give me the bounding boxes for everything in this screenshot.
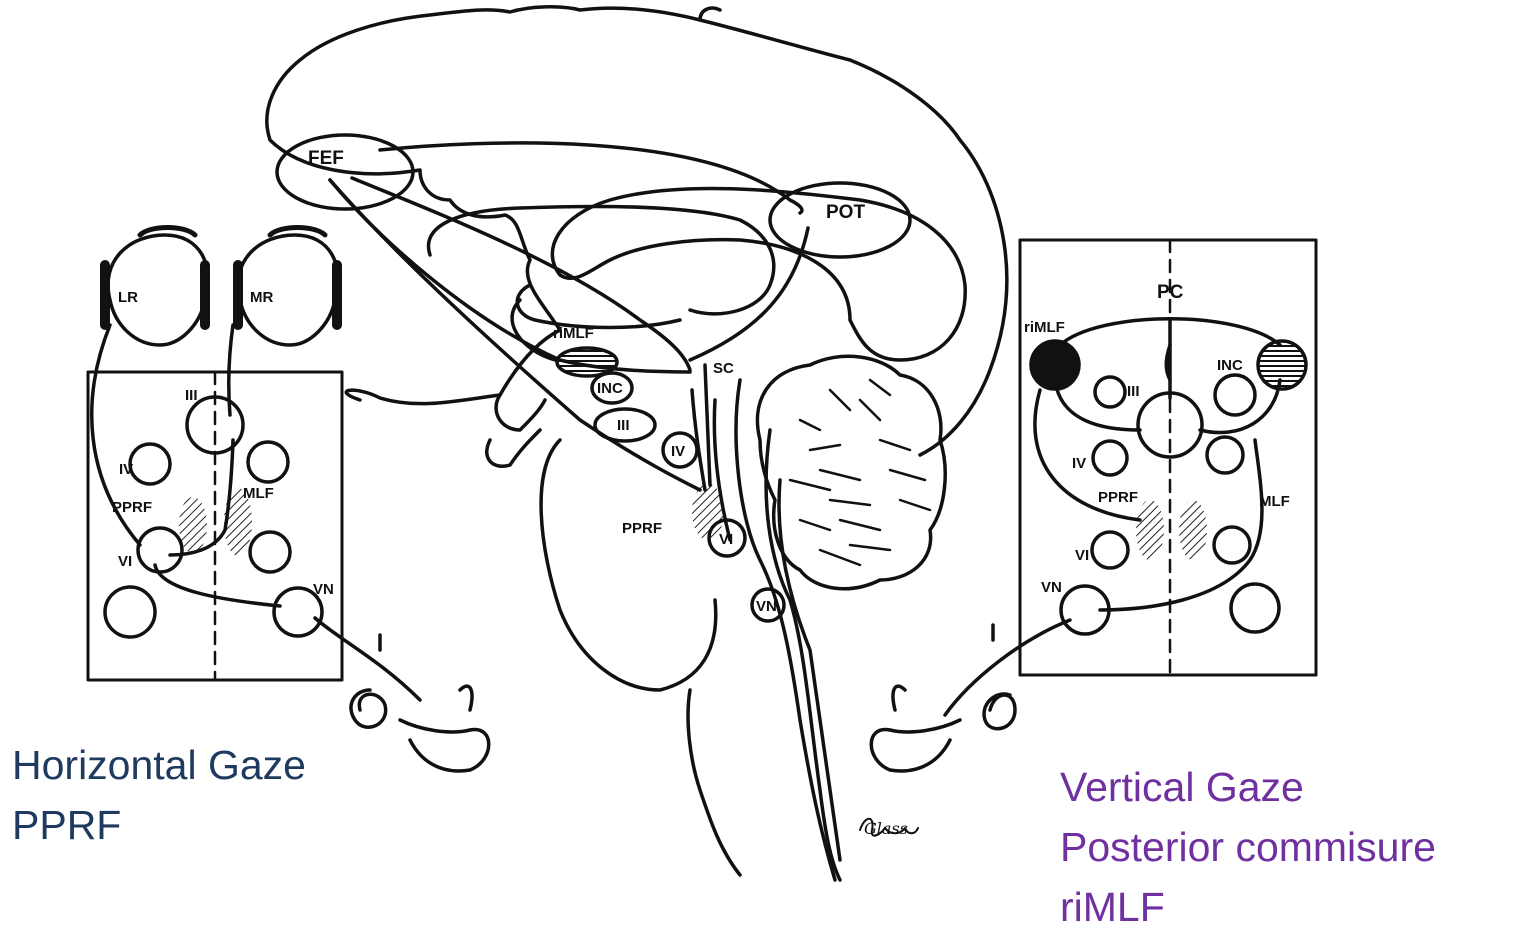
label-left-vn: VN xyxy=(313,581,334,598)
label-right-pprf: PPRF xyxy=(1098,489,1138,506)
label-lr: LR xyxy=(118,289,138,306)
midbrain xyxy=(496,395,545,430)
label-inc-center: INC xyxy=(597,380,623,397)
label-iii-center: III xyxy=(617,417,630,434)
label-left-pprf: PPRF xyxy=(112,499,152,516)
corpus-callosum xyxy=(552,188,965,360)
label-left-vi: VI xyxy=(118,553,132,570)
pons xyxy=(541,440,716,690)
left-pprf-region xyxy=(179,497,207,553)
label-right-iii: III xyxy=(1127,383,1140,400)
label-vi-center: VI xyxy=(719,531,733,548)
label-left-iii: III xyxy=(185,387,198,404)
label-sc: SC xyxy=(713,360,734,377)
horizontal-gaze-pprf: PPRF xyxy=(12,795,306,855)
label-right-vn: VN xyxy=(1041,579,1062,596)
label-pot: POT xyxy=(826,202,865,223)
label-rimlf-center: riMLF xyxy=(553,325,594,342)
vertical-gaze-caption: Vertical Gaze Posterior commisure riMLF xyxy=(1060,757,1436,937)
medulla xyxy=(688,690,740,875)
left-vi-nucleus xyxy=(138,528,182,572)
label-right-rimlf: riMLF xyxy=(1024,319,1065,336)
label-left-mlf: MLF xyxy=(243,485,274,502)
right-pprf-region xyxy=(1136,500,1164,560)
left-eye-mr xyxy=(238,228,338,346)
brain-sulcus xyxy=(700,8,720,20)
right-iv-nucleus xyxy=(1093,441,1127,475)
label-iv-center: IV xyxy=(671,443,685,460)
left-ear xyxy=(351,635,489,771)
ventricle xyxy=(428,206,773,313)
label-right-inc: INC xyxy=(1217,357,1243,374)
label-right-pc: PC xyxy=(1157,282,1184,303)
vertical-gaze-pc: Posterior commisure xyxy=(1060,817,1436,877)
vertical-gaze-title: Vertical Gaze xyxy=(1060,757,1436,817)
label-right-iv: IV xyxy=(1072,455,1086,472)
left-eye-lr xyxy=(105,228,208,346)
right-ear xyxy=(871,686,1015,771)
label-fef: FEF xyxy=(308,148,344,169)
horizontal-gaze-caption: Horizontal Gaze PPRF xyxy=(12,735,306,855)
label-right-vi: VI xyxy=(1075,547,1089,564)
label-left-iv: IV xyxy=(119,461,133,478)
label-mr: MR xyxy=(250,289,273,306)
label-right-mlf: MLF xyxy=(1259,493,1290,510)
right-rimlf-right xyxy=(1258,341,1306,389)
label-vn-center: VN xyxy=(756,598,777,615)
right-inc-nucleus xyxy=(1215,375,1255,415)
right-vi-nucleus xyxy=(1092,532,1128,568)
label-signature: Glass xyxy=(864,819,908,838)
vertical-gaze-rimlf: riMLF xyxy=(1060,877,1436,937)
cerebellum xyxy=(757,356,945,588)
label-pprf-center: PPRF xyxy=(622,520,662,537)
right-mlf-region xyxy=(1179,500,1207,560)
horizontal-gaze-title: Horizontal Gaze xyxy=(12,735,306,795)
fef-pot-pathway xyxy=(380,143,802,213)
